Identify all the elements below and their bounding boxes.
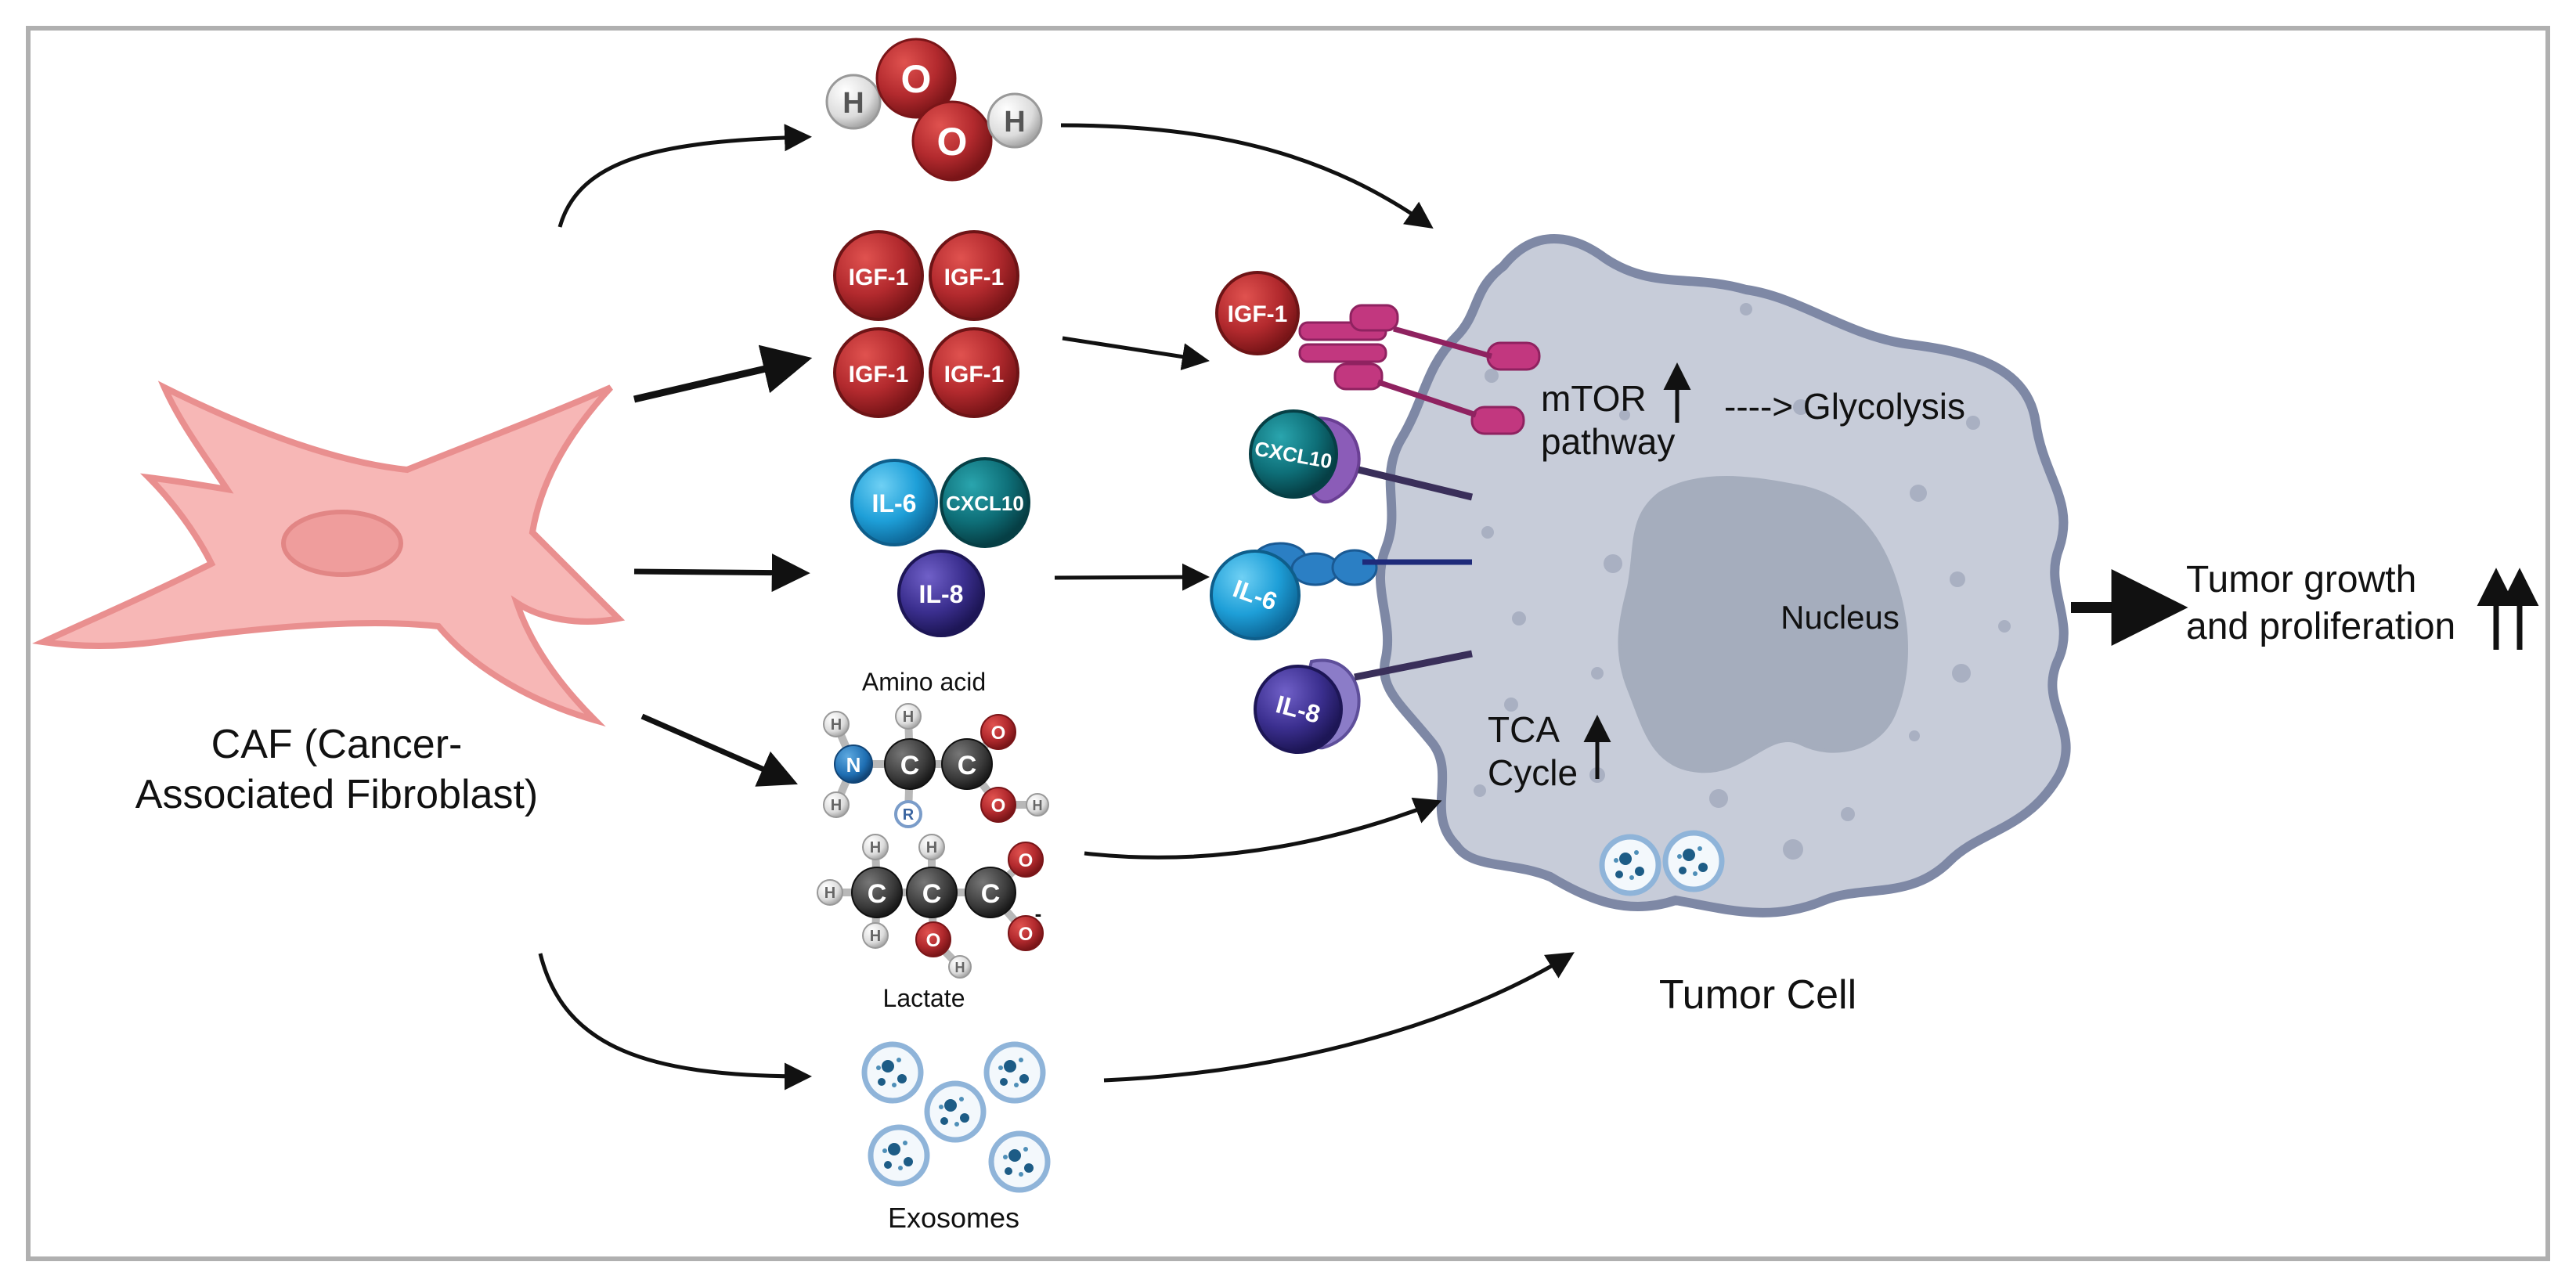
svg-text:H: H <box>824 885 835 902</box>
svg-text:O: O <box>937 120 968 164</box>
caf-nucleus <box>281 510 403 577</box>
mtor-label-line2: pathway <box>1541 421 1675 462</box>
svg-text:O: O <box>1019 850 1034 871</box>
svg-text:IGF-1: IGF-1 <box>944 362 1005 388</box>
svg-text:H: H <box>955 960 965 975</box>
svg-text:H: H <box>1004 106 1025 139</box>
svg-text:R: R <box>903 806 915 824</box>
svg-text:H: H <box>831 797 842 814</box>
svg-text:IGF-1: IGF-1 <box>1228 301 1288 327</box>
svg-text:N: N <box>846 753 861 777</box>
svg-text:O: O <box>1019 924 1034 945</box>
igf1-cluster: IGF-1 IGF-1 IGF-1 IGF-1 <box>833 230 1019 418</box>
caf-cell <box>32 380 626 727</box>
tca-label-line2: Cycle <box>1488 752 1578 793</box>
svg-text:C: C <box>981 879 1001 909</box>
tca-label-line1: TCA <box>1488 709 1560 750</box>
svg-text:H: H <box>903 708 914 726</box>
svg-text:C: C <box>922 879 942 909</box>
svg-text:CXCL10: CXCL10 <box>946 492 1024 515</box>
figure-frame <box>26 26 2550 1261</box>
svg-text:IL-6: IL-6 <box>872 489 917 517</box>
arrows <box>538 123 1575 1091</box>
svg-text:H: H <box>831 716 842 734</box>
svg-text:H: H <box>870 839 881 856</box>
svg-text:H: H <box>1033 798 1043 813</box>
mtor-label-line1: mTOR <box>1541 378 1647 419</box>
amino-acid-molecule: H H H N C C O O H R <box>823 703 1049 828</box>
water-molecule: H O O H <box>825 38 1043 182</box>
svg-text:O: O <box>991 795 1006 817</box>
svg-text:H: H <box>842 87 864 120</box>
svg-text:IGF-1: IGF-1 <box>849 265 909 290</box>
svg-text:H: H <box>870 928 881 945</box>
svg-text:IGF-1: IGF-1 <box>849 362 909 388</box>
caf-label-line2: Associated Fibroblast) <box>135 772 538 817</box>
nucleus-label: Nucleus <box>1780 599 1900 636</box>
outcome-label-line2: and proliferation <box>2186 606 2455 647</box>
svg-text:H: H <box>926 839 937 856</box>
tumor-cell <box>1376 234 2071 917</box>
lactate-label: Lactate <box>883 984 965 1012</box>
cytokine-cluster: IL-6 CXCL10 IL-8 <box>850 457 1030 637</box>
amino-acid-label: Amino acid <box>862 668 986 696</box>
svg-text:O: O <box>926 930 941 951</box>
tumor-nucleus <box>1618 476 1908 773</box>
svg-text:C: C <box>868 879 887 909</box>
glycolysis-label: ----> Glycolysis <box>1724 386 1965 427</box>
bound-il6: IL-6 <box>1210 550 1301 640</box>
bound-igf1: IGF-1 <box>1215 271 1300 355</box>
svg-text:IGF-1: IGF-1 <box>944 265 1005 290</box>
exosomes-label: Exosomes <box>888 1202 1019 1234</box>
svg-text:C: C <box>900 751 920 780</box>
svg-text:-: - <box>1035 902 1042 925</box>
svg-text:IL-8: IL-8 <box>919 580 964 608</box>
outcome-label-line1: Tumor growth <box>2186 559 2416 600</box>
lactate-molecule: H H H H C C C O O - O H <box>817 834 1044 979</box>
caf-label-line1: CAF (Cancer- <box>211 722 463 767</box>
svg-text:O: O <box>901 57 932 101</box>
svg-text:C: C <box>958 751 977 780</box>
bound-il8: IL-8 <box>1254 665 1343 754</box>
svg-text:O: O <box>991 723 1006 744</box>
bound-cxcl10: CXCL10 <box>1249 409 1338 499</box>
tumor-cell-label: Tumor Cell <box>1659 972 1856 1018</box>
